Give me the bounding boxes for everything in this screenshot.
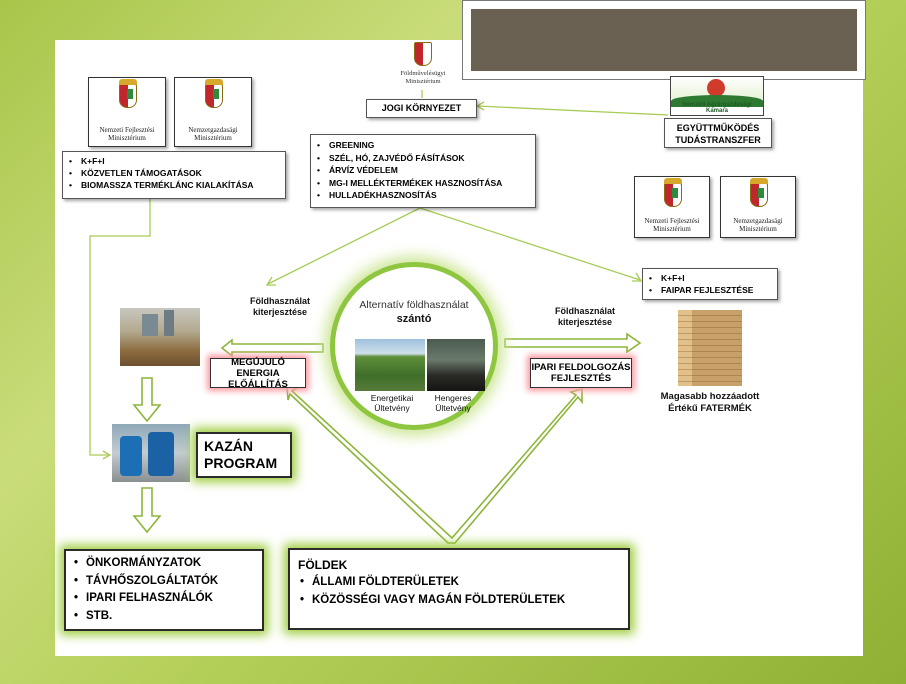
ministry-ngm-logo: Nemzetgazdasági Minisztérium [174, 77, 252, 147]
center-item: ÁRVÍZ VÉDELEM [315, 164, 531, 177]
connector-center-left [267, 207, 421, 285]
boiler-icon [120, 436, 142, 476]
boiler-image [112, 424, 190, 482]
egyuttmukodes-label: EGYÜTTMŰKÖDÉS [676, 123, 760, 133]
arrow-down-1 [132, 377, 162, 423]
photo1-caption: Energetikai Ültetvény [361, 393, 423, 413]
coat-of-arms-icon [750, 178, 768, 207]
kazan-line: KAZÁN [204, 438, 253, 454]
right-support-box: K+F+I FAIPAR FEJLESZTÉSE [642, 268, 778, 300]
ministry-caption: Földművelésügyi Minisztérium [400, 70, 446, 85]
caption-line: Ültetvény [374, 403, 410, 413]
sun-icon [707, 79, 725, 97]
caption-line: Energetikai [370, 393, 414, 403]
left-item: KÖZVETLEN TÁMOGATÁSOK [67, 167, 281, 179]
land-use-label-left: Földhasználat kiterjesztése [235, 296, 325, 318]
coat-of-arms-icon [119, 79, 137, 108]
photo2-caption: Hengeres Ültetvény [423, 393, 483, 413]
boiler-icon [148, 432, 174, 476]
left-item: K+F+I [67, 155, 281, 167]
user-item: ÖNKORMÁNYZATOK [72, 555, 256, 573]
coat-of-arms-icon [205, 79, 223, 108]
energy-plantation-image [355, 339, 425, 391]
wood-caption: Magasabb hozzáadott Értékű FATERMÉK [640, 391, 780, 415]
ministry-fm-logo: Földművelésügyi Minisztérium [384, 38, 462, 90]
ministry-caption: Nemzeti Fejlesztési Minisztérium [99, 126, 155, 142]
wood-product-image [678, 310, 742, 386]
ministry-caption: Nemzeti Fejlesztési Minisztérium [644, 217, 700, 233]
biomass-pile-image [120, 308, 200, 366]
center-item: SZÉL, HÓ, ZAJVÉDŐ FÁSÍTÁSOK [315, 152, 531, 165]
jogi-box: JOGI KÖRNYEZET [366, 99, 477, 118]
ministry-ngm-logo-right: Nemzetgazdasági Minisztérium [720, 176, 796, 238]
energy-line: MEGÚJULÓ ENERGIA [231, 356, 285, 379]
connector-left-arrowhead [102, 450, 112, 460]
connector-egyutt-jogi [477, 105, 669, 116]
nak-logo: Nemzeti Agrárgazdasági Kamara [670, 76, 764, 116]
users-box: ÖNKORMÁNYZATOK TÁVHŐSZOLGÁLTATÓK IPARI F… [64, 549, 264, 631]
foldek-box: FÖLDEK ÁLLAMI FÖLDTERÜLETEK KÖZÖSSÉGI VA… [288, 548, 630, 630]
industry-line: FEJLESZTÉS [550, 373, 612, 384]
energy-line: ELŐÁLLÍTÁS [228, 378, 288, 390]
arrow-to-energy [220, 338, 324, 358]
wood-line: Értékű FATERMÉK [668, 403, 752, 414]
land-use-label-right: Földhasználat kiterjesztése [540, 306, 630, 328]
center-item: HULLADÉKHASZNOSÍTÁS [315, 189, 531, 202]
user-item: STB. [72, 608, 256, 626]
coat-of-arms-icon [664, 178, 682, 207]
jogi-label: JOGI KÖRNYEZET [381, 103, 462, 113]
wood-line: Magasabb hozzáadott [660, 391, 760, 402]
kazan-line: PROGRAM [204, 455, 278, 471]
center-item: MG-I MELLÉKTERMÉKEK HASZNOSÍTÁSA [315, 177, 531, 190]
nak-caption: Nemzeti Agrárgazdasági Kamara [682, 102, 752, 114]
tudastranszfer-label: TUDÁSTRANSZFER [675, 135, 761, 145]
right-item: K+F+I [647, 272, 773, 284]
arrow-to-industry [504, 332, 642, 354]
kazan-program-box: KAZÁN PROGRAM [196, 432, 292, 478]
ministry-caption: Nemzetgazdasági Minisztérium [188, 126, 238, 142]
cylinder-plantation-image [427, 339, 485, 391]
right-item: FAIPAR FEJLESZTÉSE [647, 284, 773, 296]
center-list-box: GREENING SZÉL, HÓ, ZAJVÉDŐ FÁSÍTÁSOK ÁRV… [310, 134, 536, 208]
industry-line: IPARI FELDOLGOZÁS [531, 362, 631, 373]
ministry-nfm-logo: Nemzeti Fejlesztési Minisztérium [88, 77, 166, 147]
user-item: IPARI FELHASZNÁLÓK [72, 590, 256, 608]
circle-title: Alternatív földhasználat [359, 299, 469, 311]
title-box [462, 0, 866, 80]
left-item: BIOMASSZA TERMÉKLÁNC KIALAKÍTÁSA [67, 179, 281, 191]
connector-left-list [89, 198, 151, 456]
connector-center-right [419, 207, 641, 281]
circle-subtitle: szántó [396, 313, 432, 325]
arrow-foldek-v [286, 385, 583, 544]
foldek-title: FÖLDEK [298, 558, 348, 572]
center-item: GREENING [315, 139, 531, 152]
egyuttmukodes-box: EGYÜTTMŰKÖDÉS TUDÁSTRANSZFER [664, 118, 772, 148]
caption-line: Ültetvény [435, 403, 471, 413]
land-use-line: Földhasználat [554, 306, 615, 316]
alternative-land-use-circle: Alternatív földhasználat szántó Energeti… [330, 262, 498, 430]
ministry-caption: Nemzetgazdasági Minisztérium [733, 217, 783, 233]
land-use-line: kiterjesztése [557, 317, 613, 327]
caption-line: Hengeres [434, 393, 472, 403]
arrow-down-2 [132, 487, 162, 534]
land-use-line: Földhasználat [249, 296, 310, 306]
foldek-item: KÖZÖSSÉGI VAGY MAGÁN FÖLDTERÜLETEK [298, 592, 620, 610]
left-support-box: K+F+I KÖZVETLEN TÁMOGATÁSOK BIOMASSZA TE… [62, 151, 286, 199]
user-item: TÁVHŐSZOLGÁLTATÓK [72, 573, 256, 591]
foldek-item: ÁLLAMI FÖLDTERÜLETEK [298, 574, 620, 592]
land-use-line: kiterjesztése [252, 307, 308, 317]
ministry-nfm-logo-right: Nemzeti Fejlesztési Minisztérium [634, 176, 710, 238]
coat-of-arms-icon [414, 42, 432, 66]
